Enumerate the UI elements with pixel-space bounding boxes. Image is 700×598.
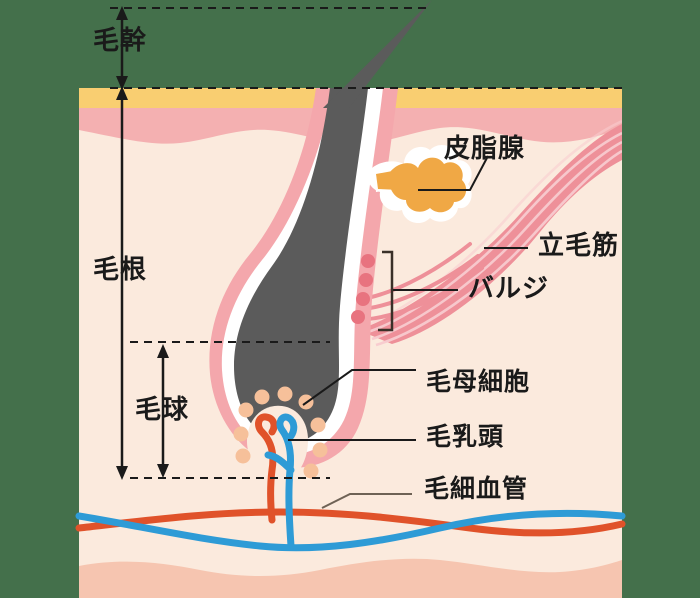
dimension-hair-root <box>116 86 128 480</box>
vein-main <box>75 509 626 552</box>
leader-lines <box>288 155 528 509</box>
leader-sebaceous-gland <box>418 155 489 191</box>
dimension-guides <box>110 6 622 480</box>
label-matrix-cells: 毛母細胞 <box>426 367 531 396</box>
label-dermal-papilla: 毛乳頭 <box>426 422 505 451</box>
dermal-papilla <box>246 405 308 478</box>
label-hair-bulb: 毛球 <box>135 395 190 425</box>
deep-layer <box>79 558 622 598</box>
hair-matrix-cells <box>233 386 328 479</box>
blood-vessels <box>75 413 626 552</box>
vessel-crosslink <box>264 451 295 474</box>
label-hair-root: 毛根 <box>93 255 148 285</box>
label-bulge: バルジ <box>468 274 550 304</box>
artery-main <box>75 508 626 537</box>
artery-branch <box>255 413 278 524</box>
dimension-hair-bulb <box>157 344 169 478</box>
hair-follicle <box>209 88 398 468</box>
label-capillary: 毛細血管 <box>424 474 529 503</box>
dimension-hair-shaft <box>116 6 128 90</box>
label-arrector-pili: 立毛筋 <box>538 231 620 261</box>
hair-body <box>234 88 368 443</box>
leader-matrix-cells <box>302 369 416 406</box>
bulge-bracket <box>378 250 394 332</box>
hair-shaft <box>323 0 432 108</box>
sebaceous-gland <box>367 145 472 224</box>
label-sebaceous-gland: 皮脂腺 <box>444 134 526 164</box>
label-hair-shaft: 毛幹 <box>93 26 148 56</box>
leader-capillary <box>321 493 412 509</box>
vein-branch <box>276 413 298 550</box>
bulge-cells <box>351 254 375 324</box>
